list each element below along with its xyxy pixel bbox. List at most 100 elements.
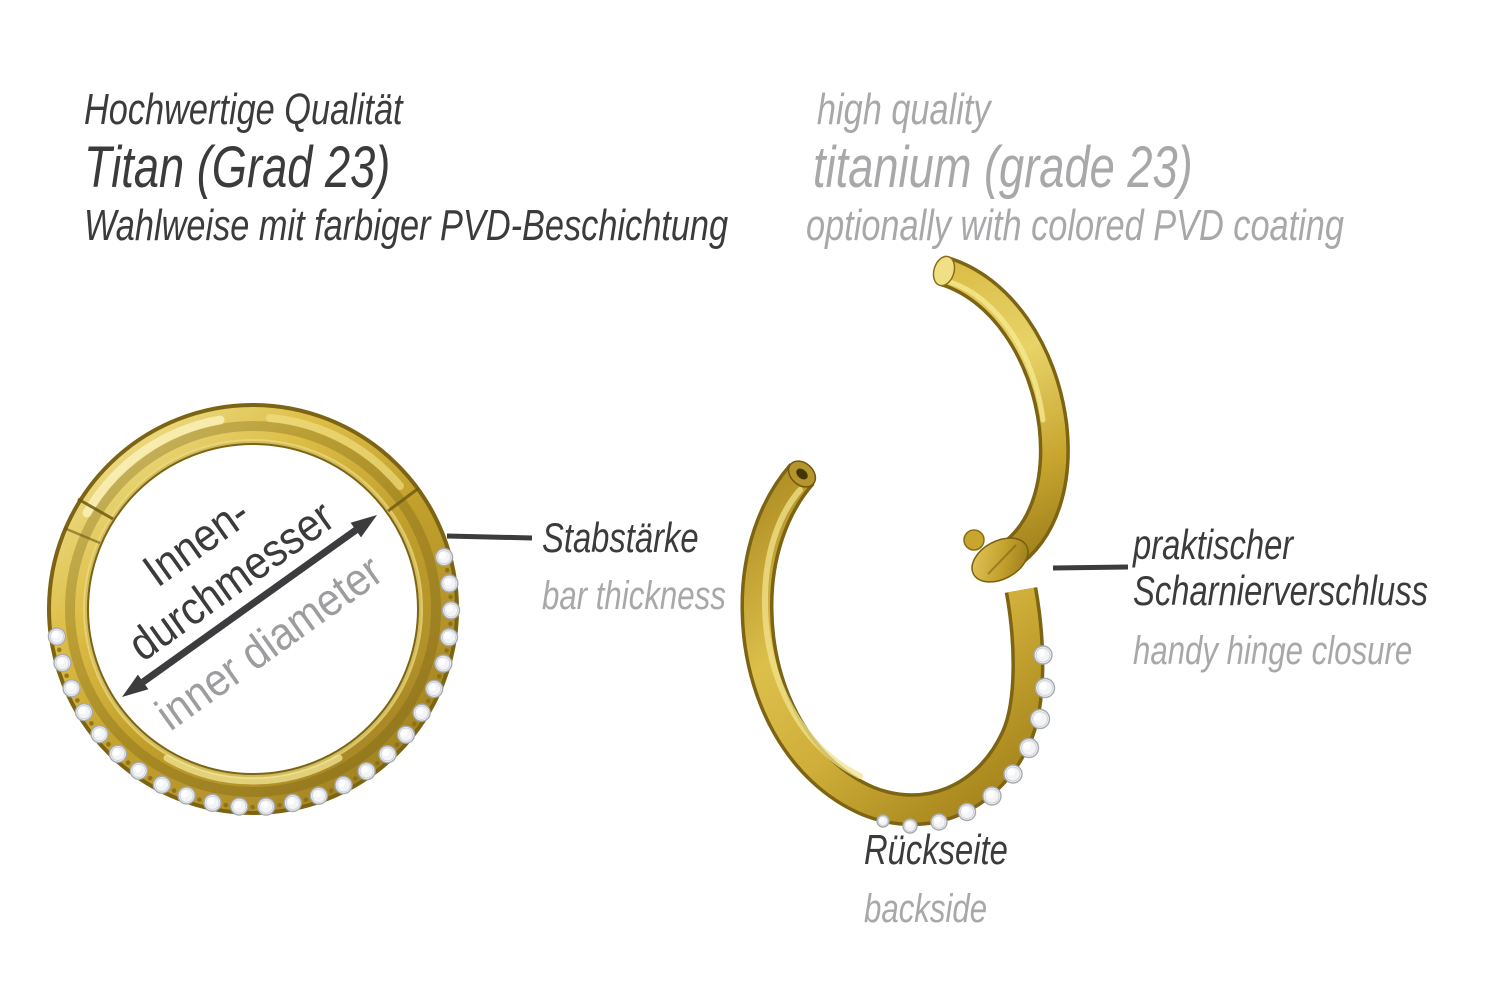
header-de-quality: Hochwertige Qualität bbox=[84, 85, 403, 134]
gem-facet bbox=[414, 705, 429, 720]
gem-facet bbox=[877, 815, 889, 827]
front-ring-hinge-seam bbox=[63, 526, 101, 545]
back-ring-open-segment-highlight bbox=[947, 279, 1046, 423]
gem-facet bbox=[1035, 647, 1051, 663]
gem-sparkle bbox=[445, 605, 453, 613]
header-german: Hochwertige Qualität Titan (Grad 23) Wah… bbox=[84, 88, 728, 248]
gem-facet bbox=[64, 681, 79, 696]
hinge-pin-seam bbox=[987, 544, 1017, 575]
gem-sparkle bbox=[986, 790, 994, 798]
gem-sparkle bbox=[260, 801, 268, 809]
gem-facet bbox=[258, 799, 274, 814]
gem-sparkle bbox=[94, 728, 102, 737]
front-ring-specular-top-right bbox=[266, 414, 404, 490]
gem-prong bbox=[375, 760, 380, 766]
gem-sparkle bbox=[879, 817, 885, 823]
segment-tip-face bbox=[932, 255, 956, 287]
gem-facet bbox=[442, 576, 457, 591]
header-en-coating: optionally with colored PVD coating bbox=[806, 201, 1344, 250]
gem-sparkle bbox=[1023, 742, 1032, 751]
gem-sparkle bbox=[961, 806, 969, 814]
gem-sparkle bbox=[1007, 768, 1015, 776]
backside-label: Rückseite backside bbox=[864, 826, 1008, 930]
front-ring-segment-seam bbox=[387, 486, 420, 513]
gem-prong bbox=[444, 567, 450, 573]
gem-prong bbox=[64, 673, 69, 679]
bar-thickness-label: Stabstärke bar thickness bbox=[542, 517, 726, 617]
gem-prong bbox=[197, 797, 202, 802]
gem-prong bbox=[352, 776, 358, 781]
gem-sparkle bbox=[133, 765, 141, 773]
front-ring-inner-rim-highlight bbox=[83, 439, 423, 779]
gem-facet bbox=[904, 820, 916, 832]
header-de-material: Titan (Grad 23) bbox=[84, 135, 391, 200]
gem-prong bbox=[277, 802, 282, 808]
gem-facet bbox=[427, 681, 442, 697]
gem-sparkle bbox=[443, 631, 451, 640]
gem-facet bbox=[49, 629, 65, 644]
inner-diameter-arrow-shaft bbox=[140, 527, 359, 685]
gem-sparkle bbox=[1034, 713, 1043, 722]
front-ring-gem-row bbox=[47, 547, 461, 816]
gem-sparkle bbox=[1037, 649, 1045, 657]
back-ring-body-highlight bbox=[761, 487, 863, 779]
gem-facet bbox=[336, 777, 351, 793]
gem-sparkle bbox=[181, 790, 189, 798]
gem-sparkle bbox=[438, 551, 446, 559]
gem-sparkle bbox=[361, 765, 369, 774]
gem-sparkle bbox=[438, 658, 446, 666]
gem-sparkle bbox=[400, 729, 408, 737]
backside-label-de: Rückseite bbox=[864, 826, 1008, 873]
header-de-coating: Wahlweise mit farbiger PVD-Beschichtung bbox=[84, 201, 729, 250]
gem-prong bbox=[75, 698, 80, 703]
back-ring-illustration bbox=[740, 255, 1070, 834]
gem-facet bbox=[380, 747, 395, 762]
gem-facet bbox=[92, 727, 107, 742]
gem-facet bbox=[1021, 740, 1037, 756]
front-ring-tube-shading bbox=[65, 421, 441, 797]
front-ring-specular-top-left bbox=[82, 415, 225, 518]
hinge-closure-label: praktischer Scharnierverschluss handy hi… bbox=[1133, 524, 1428, 672]
gem-prong bbox=[394, 742, 400, 748]
gem-facet bbox=[436, 656, 451, 671]
gem-prong bbox=[448, 621, 453, 627]
gem-prong bbox=[89, 721, 94, 726]
hinge-nub bbox=[963, 529, 985, 551]
gem-sparkle bbox=[112, 748, 120, 756]
gem-facet bbox=[311, 788, 326, 803]
back-ring-gem-row bbox=[876, 645, 1056, 834]
gem-sparkle bbox=[416, 707, 424, 715]
gem-facet bbox=[984, 788, 1000, 804]
gem-prong bbox=[106, 741, 111, 747]
front-ring-hinge-seam bbox=[77, 497, 114, 521]
gem-facet bbox=[932, 815, 946, 829]
front-ring-tube bbox=[51, 407, 455, 811]
gem-sparkle bbox=[57, 657, 65, 665]
gem-sparkle bbox=[934, 817, 941, 824]
header-english: high quality titanium (grade 23) optiona… bbox=[806, 88, 1344, 248]
gem-sparkle bbox=[233, 801, 242, 809]
hinge-knuckle bbox=[971, 537, 1029, 583]
gem-facet bbox=[959, 804, 975, 820]
gem-sparkle bbox=[313, 790, 321, 798]
gem-prong bbox=[56, 647, 62, 653]
header-en-material: titanium (grade 23) bbox=[813, 135, 1193, 200]
gem-facet bbox=[179, 788, 194, 803]
bar-thickness-connector-line bbox=[446, 533, 533, 541]
gem-prong bbox=[250, 804, 255, 810]
gem-facet bbox=[1037, 680, 1053, 696]
gem-prong bbox=[223, 802, 229, 808]
inner-diameter-arrowhead-start bbox=[122, 674, 149, 697]
gem-sparkle bbox=[428, 683, 437, 691]
gem-sparkle bbox=[207, 797, 215, 805]
gem-facet bbox=[205, 795, 220, 810]
gem-facet bbox=[1032, 711, 1048, 727]
gem-sparkle bbox=[905, 821, 912, 828]
gem-facet bbox=[1005, 766, 1021, 782]
gem-sparkle bbox=[287, 797, 295, 805]
gem-sparkle bbox=[66, 682, 74, 691]
gem-facet bbox=[441, 630, 457, 645]
gem-sparkle bbox=[444, 578, 452, 586]
gem-sparkle bbox=[78, 706, 86, 715]
